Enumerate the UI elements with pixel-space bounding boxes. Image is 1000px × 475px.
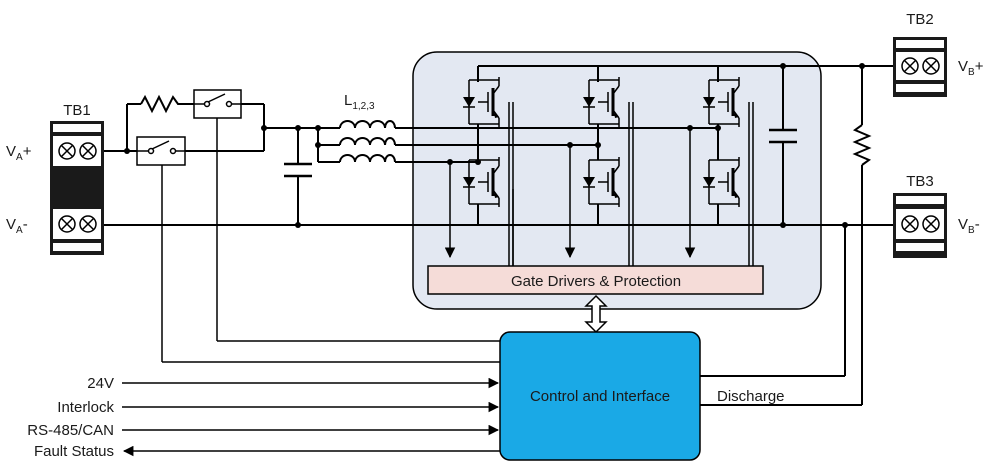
- va-plus-label: VA+: [6, 143, 32, 163]
- signal-interlock: Interlock: [57, 399, 114, 416]
- dc-link-capacitor: [769, 128, 797, 144]
- signal-discharge: Discharge: [717, 388, 785, 405]
- tb2-terminal-block: [893, 37, 947, 97]
- vb-minus-label: VB-: [958, 216, 980, 236]
- tb2-label: TB2: [906, 11, 934, 28]
- control-block: [499, 331, 701, 461]
- input-capacitor: [284, 162, 312, 178]
- control-label: Control and Interface: [530, 388, 670, 405]
- tb1-label: TB1: [63, 102, 91, 119]
- signal-rs485: RS-485/CAN: [27, 422, 114, 439]
- tb3-terminal-block: [893, 193, 947, 258]
- gate-drivers-block: [427, 265, 764, 295]
- tb3-label: TB3: [906, 173, 934, 190]
- main-contactor: [136, 136, 186, 166]
- sense-taps: [444, 102, 754, 266]
- vb-plus-label: VB+: [958, 58, 984, 78]
- tb1-terminal-block: [50, 121, 104, 255]
- signal-24v: 24V: [87, 375, 114, 392]
- inductor-label: L1,2,3: [344, 92, 375, 112]
- gate-drivers-label: Gate Drivers & Protection: [511, 273, 681, 290]
- precharge-resistor: [140, 94, 181, 114]
- power-module: [412, 51, 822, 310]
- junctions: [124, 63, 865, 228]
- precharge-contactor: [193, 89, 242, 119]
- inductors: [339, 120, 396, 163]
- signal-fault: Fault Status: [34, 443, 114, 460]
- va-minus-label: VA-: [6, 216, 28, 236]
- interface-signals: [122, 377, 500, 457]
- discharge-resistor: [852, 124, 872, 166]
